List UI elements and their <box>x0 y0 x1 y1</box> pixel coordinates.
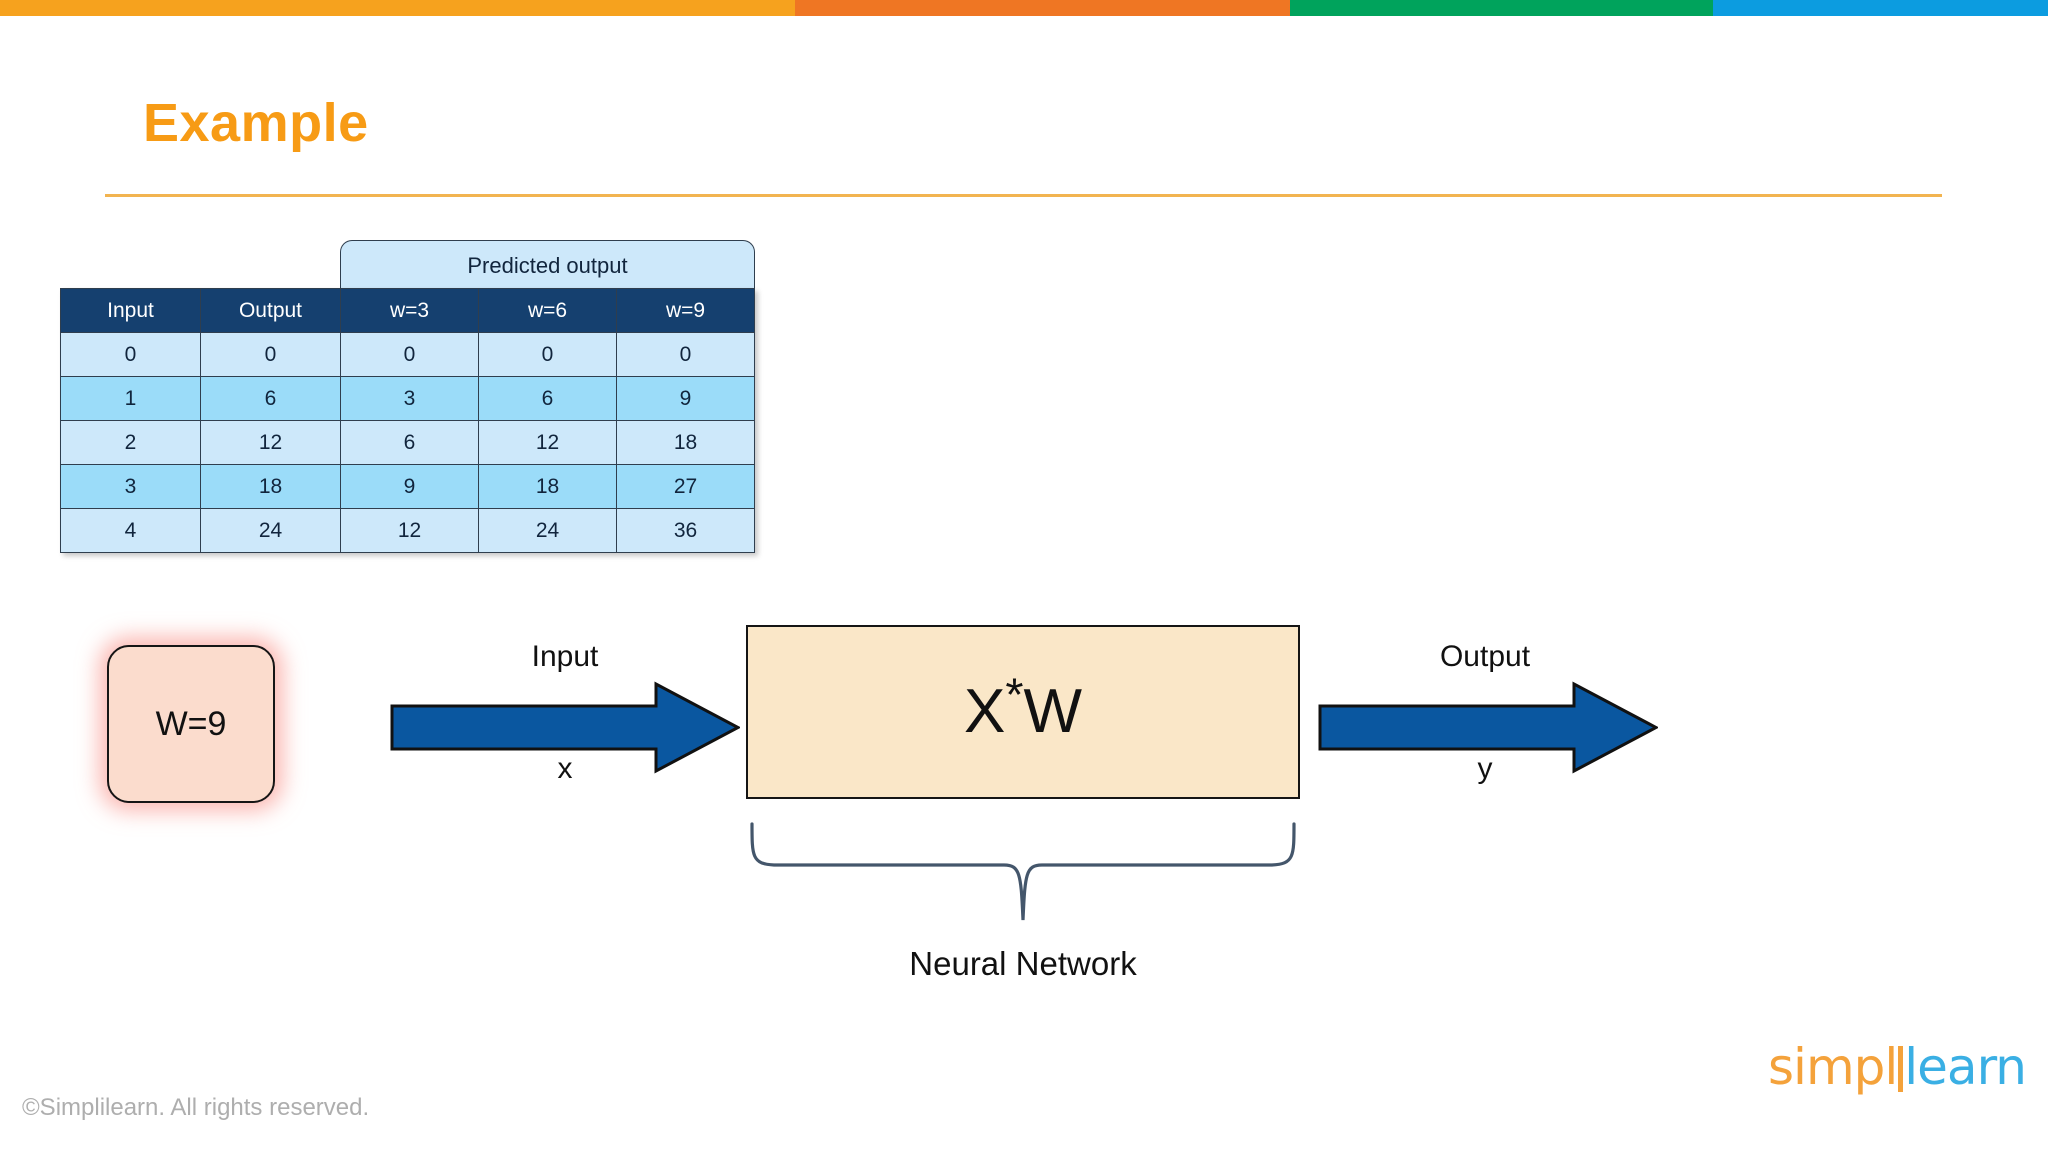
input-flow-arrow-icon <box>390 681 740 774</box>
table-header-row: Input Output w=3 w=6 w=9 <box>60 288 755 333</box>
top-color-bar <box>0 0 2048 16</box>
logo-divider-bar <box>1898 1046 1904 1092</box>
table-header-input: Input <box>60 288 201 333</box>
copyright-text: ©Simplilearn. All rights reserved. <box>22 1094 370 1121</box>
table-cell-w9: 9 <box>616 376 755 421</box>
output-flow-arrow-icon <box>1318 681 1658 774</box>
output-arrow-top-label: Output <box>1439 640 1531 673</box>
table-cell-input: 2 <box>60 420 201 465</box>
table-cell-input: 0 <box>60 332 201 377</box>
weight-value-label: W=9 <box>155 704 227 743</box>
table-cell-w3: 3 <box>340 376 479 421</box>
weight-value-box: W=9 <box>107 645 275 803</box>
input-arrow-bottom-label: x <box>557 752 573 785</box>
table-cell-w6: 24 <box>478 508 617 553</box>
topbar-segment-orange <box>795 0 1290 16</box>
processor-formula: X*W <box>964 671 1082 743</box>
logo-text-learn: learn <box>1904 1038 2027 1096</box>
table-row: 4 24 12 24 36 <box>60 508 755 553</box>
table-header-w9: w=9 <box>616 288 755 333</box>
predicted-output-banner: Predicted output <box>340 240 755 290</box>
table-header-w3: w=3 <box>340 288 479 333</box>
table-header-w6: w=6 <box>478 288 617 333</box>
table-cell-output: 6 <box>200 376 341 421</box>
table-cell-w3: 9 <box>340 464 479 509</box>
predicted-output-banner-label: Predicted output <box>467 252 628 278</box>
table-row: 2 12 6 12 18 <box>60 420 755 465</box>
formula-superscript: * <box>1005 668 1024 721</box>
table-cell-output: 24 <box>200 508 341 553</box>
table-cell-output: 0 <box>200 332 341 377</box>
page-title: Example <box>143 93 369 153</box>
table-cell-w6: 12 <box>478 420 617 465</box>
table-cell-input: 3 <box>60 464 201 509</box>
output-arrow-bottom-label: y <box>1477 752 1493 785</box>
table-cell-input: 1 <box>60 376 201 421</box>
table-row: 1 6 3 6 9 <box>60 376 755 421</box>
table-cell-w3: 6 <box>340 420 479 465</box>
neural-network-brace-icon <box>750 822 1296 921</box>
table-cell-w9: 0 <box>616 332 755 377</box>
table-cell-input: 4 <box>60 508 201 553</box>
table-cell-w6: 6 <box>478 376 617 421</box>
input-arrow-top-label: Input <box>531 640 599 673</box>
formula-base: X <box>964 677 1006 746</box>
table-cell-w9: 36 <box>616 508 755 553</box>
title-underline-rule <box>105 194 1942 197</box>
topbar-segment-green <box>1290 0 1713 16</box>
table-cell-w3: 12 <box>340 508 479 553</box>
table-cell-w6: 0 <box>478 332 617 377</box>
topbar-segment-blue <box>1713 0 2048 16</box>
topbar-segment-yellow <box>0 0 795 16</box>
table-cell-w9: 18 <box>616 420 755 465</box>
example-data-table: Input Output w=3 w=6 w=9 0 0 0 0 0 1 6 3… <box>60 288 755 553</box>
logo-text-simpl: simpl <box>1768 1038 1898 1096</box>
table-row: 0 0 0 0 0 <box>60 332 755 377</box>
table-header-output: Output <box>200 288 341 333</box>
table-cell-output: 12 <box>200 420 341 465</box>
table-row: 3 18 9 18 27 <box>60 464 755 509</box>
table-cell-w3: 0 <box>340 332 479 377</box>
neural-network-processor-box: X*W <box>746 625 1300 799</box>
table-cell-w6: 18 <box>478 464 617 509</box>
table-cell-w9: 27 <box>616 464 755 509</box>
table-cell-output: 18 <box>200 464 341 509</box>
neural-network-caption: Neural Network <box>909 945 1137 982</box>
formula-tail: W <box>1023 677 1082 746</box>
